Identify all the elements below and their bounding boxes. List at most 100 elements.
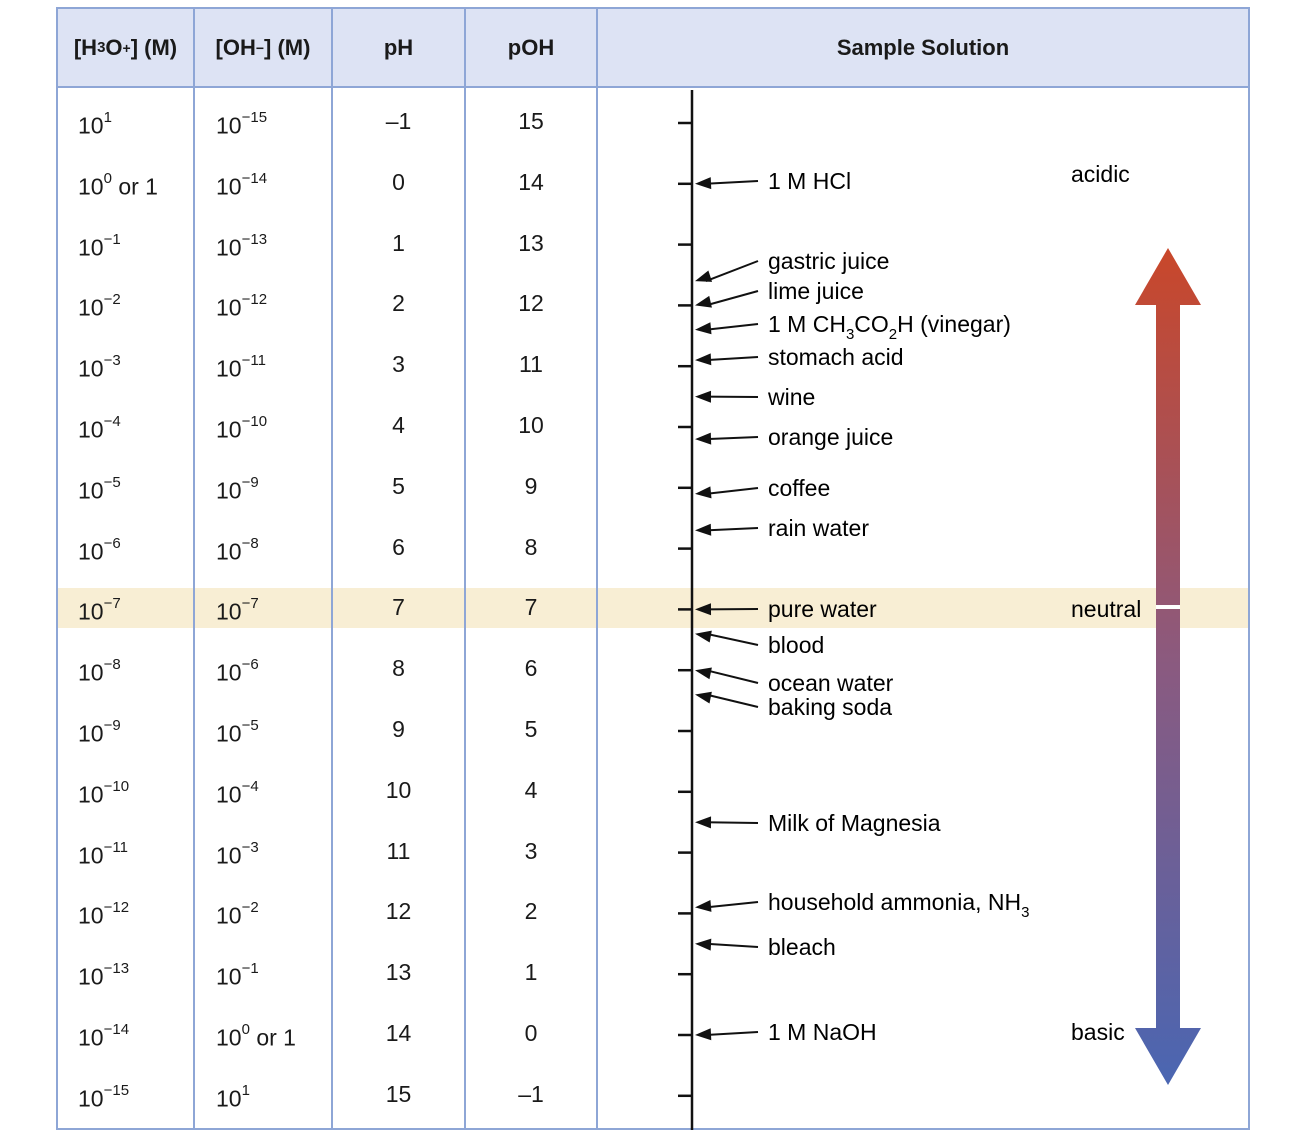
sample-label: wine: [767, 384, 815, 410]
basic-label: basic: [1071, 1019, 1125, 1045]
sample-pointer-line: [705, 180, 759, 185]
sample-labels: 1 M HCl gastric juice lime juice 1 M CH3CO2…: [695, 168, 1029, 1045]
oh-concentration-cell: 10−15: [216, 109, 268, 139]
oh-concentration-cell: 10−14: [216, 169, 268, 200]
sample-arrowhead: [695, 353, 712, 366]
poh-cell: 3: [524, 837, 538, 864]
sample-label: 1 M CH3CO2H (vinegar): [768, 311, 1011, 343]
sample-arrowhead: [695, 938, 712, 951]
sample-label: rain water: [768, 515, 869, 541]
poh-cell: 0: [524, 1020, 538, 1046]
poh-cell: 5: [524, 716, 538, 742]
poh-cell: 4: [524, 776, 538, 803]
sample-item: blood: [695, 630, 824, 658]
table-header: [56, 7, 1250, 88]
sample-arrowhead: [695, 390, 712, 403]
poh-cell: 2: [524, 898, 538, 925]
ph-cell: –1: [385, 108, 412, 134]
sample-item: baking soda: [695, 691, 892, 720]
sample-arrowhead: [695, 691, 712, 704]
ph-cell: 3: [392, 351, 405, 378]
sample-item: household ammonia, NH3: [695, 889, 1029, 921]
sample-pointer-line: [705, 290, 759, 307]
h3o-concentration-cell: 10−14: [78, 1021, 130, 1051]
ph-cell: 6: [392, 533, 405, 560]
neutral-label: neutral: [1071, 596, 1141, 622]
sample-item: coffee: [695, 475, 830, 501]
h3o-concentration-cell: 10−6: [78, 534, 121, 565]
oh-concentration-cell: 10−12: [216, 291, 268, 322]
sample-arrowhead: [695, 295, 712, 308]
h3o-concentration-cell: 10−4: [78, 413, 121, 443]
header-oh: [OH−] (M): [215, 34, 311, 60]
sample-pointer-line: [705, 436, 759, 441]
oh-concentration-cell: 10−13: [216, 230, 268, 261]
poh-cell: 12: [518, 290, 544, 317]
poh-cell: 8: [524, 533, 538, 560]
sample-pointer-line: [705, 527, 759, 532]
h3o-concentration-cell: 10−1: [78, 230, 121, 261]
sample-label: gastric juice: [768, 248, 889, 274]
sample-item: stomach acid: [695, 344, 904, 370]
sample-arrowhead: [695, 1028, 712, 1041]
sample-pointer-line: [705, 821, 759, 824]
sample-arrowhead: [695, 432, 712, 445]
oh-concentration-cell: 100 or 1: [216, 1021, 296, 1051]
sample-pointer-line: [705, 669, 759, 684]
ph-cell: 11: [386, 837, 411, 864]
header-sample-solution: Sample Solution: [836, 34, 1010, 60]
h3o-concentration-cell: 10−11: [78, 838, 128, 869]
h3o-concentration-cell: 10−7: [78, 595, 121, 626]
ph-cell: 1: [392, 229, 405, 256]
column-divider: [464, 7, 466, 1130]
column-divider: [331, 7, 333, 1130]
sample-arrowhead: [695, 816, 712, 829]
acidic-label: acidic: [1071, 161, 1130, 187]
sample-label: lime juice: [768, 278, 864, 304]
sample-label: 1 M NaOH: [768, 1019, 877, 1045]
ph-cell: 2: [392, 290, 405, 317]
sample-arrowhead: [695, 630, 712, 643]
sample-pointer-line: [705, 942, 759, 948]
poh-cell: 6: [524, 655, 538, 682]
sample-pointer-line: [705, 693, 759, 708]
sample-pointer-line: [705, 260, 759, 283]
ph-cell: 12: [385, 898, 412, 925]
h3o-concentration-cell: 10−12: [78, 899, 130, 930]
sample-item: wine: [695, 384, 815, 410]
sample-label: stomach acid: [768, 344, 904, 370]
sample-label: bleach: [768, 934, 836, 960]
oh-concentration-cell: 10−2: [216, 899, 259, 930]
poh-cell: 13: [518, 229, 544, 256]
oh-concentration-cell: 101: [216, 1081, 250, 1112]
sample-label: pure water: [768, 596, 877, 622]
sample-label: blood: [768, 632, 824, 658]
oh-concentration-cell: 10−1: [216, 960, 259, 990]
ph-cell: 4: [392, 412, 405, 438]
oh-concentration-cell: 10−8: [216, 534, 259, 565]
oh-concentration-cell: 10−3: [216, 838, 259, 869]
sample-arrowhead: [695, 603, 712, 616]
ph-cell: 13: [385, 959, 412, 986]
sample-arrowhead: [695, 322, 712, 335]
h3o-concentration-cell: 10−5: [78, 473, 121, 504]
ph-cell: 7: [392, 594, 405, 621]
poh-cell: 9: [524, 472, 538, 499]
sample-item: Milk of Magnesia: [695, 810, 941, 836]
sample-arrowhead: [695, 486, 712, 499]
ph-cell: 5: [392, 472, 405, 499]
acid-base-double-arrow: [1135, 248, 1201, 1085]
sample-item: 1 M NaOH: [695, 1019, 877, 1045]
oh-concentration-cell: 10−9: [216, 473, 259, 504]
sample-item: 1 M HCl: [695, 168, 851, 194]
poh-cell: 10: [518, 412, 544, 438]
sample-label: 1 M HCl: [768, 168, 851, 194]
oh-concentration-cell: 10−6: [216, 656, 259, 686]
sample-label: household ammonia, NH3: [768, 889, 1029, 921]
sample-arrowhead: [695, 523, 712, 536]
oh-concentration-cell: 10−7: [216, 595, 259, 626]
sample-label: Milk of Magnesia: [768, 810, 941, 836]
oh-concentration-cell: 10−11: [216, 352, 266, 382]
